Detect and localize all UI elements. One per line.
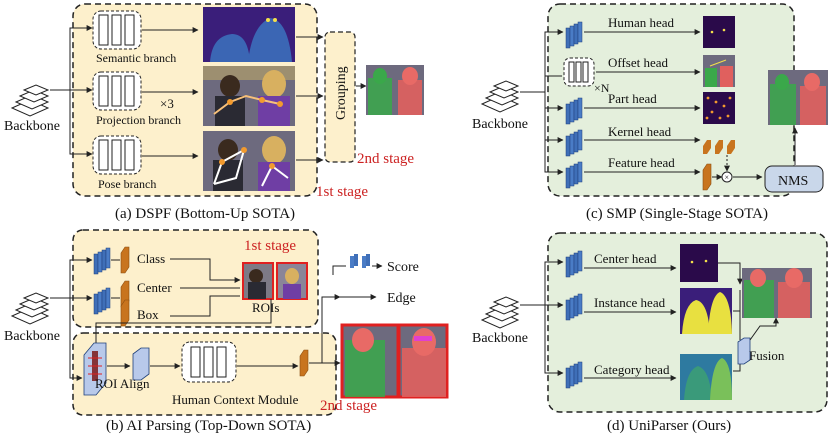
uniparser-result-image [742, 268, 812, 318]
panel-d: Backbone Center head Instance head Categ… [472, 232, 828, 434]
panel-a: Backbone Semantic branch ×3 Projection b… [4, 3, 424, 222]
kernel-blocks [703, 140, 735, 154]
backbone-icon [481, 80, 519, 113]
grouping-box [324, 31, 356, 163]
projection-photo [203, 66, 295, 126]
center-heatmap [680, 244, 718, 282]
class-head-block [120, 246, 130, 274]
kernel-head-label: Kernel head [608, 124, 672, 139]
panel-b: Backbone Class Center Box 1st stage ROIs [4, 229, 449, 434]
human-heatmap [703, 16, 735, 48]
timesN-label: ×N [594, 81, 610, 95]
parsing-result-images [340, 323, 449, 399]
panel-d-caption: (d) UniParser (Ours) [607, 418, 731, 434]
center-label: Center [137, 280, 172, 295]
backbone-label: Backbone [472, 331, 528, 346]
offset-head-label: Offset head [608, 55, 669, 70]
box-label: Box [137, 307, 159, 322]
smp-result-image [768, 70, 828, 125]
fusion-label: Fusion [749, 348, 785, 363]
semantic-branch-label: Semantic branch [96, 51, 176, 65]
semantic-map-image [203, 7, 295, 62]
fusion-block [737, 337, 751, 365]
roi-images [242, 262, 308, 300]
roi-align-block [132, 347, 150, 381]
backbone-label: Backbone [4, 119, 60, 134]
panel-b-top-box [72, 229, 319, 328]
grouping-result-image [366, 65, 424, 115]
center-head-label: Center head [594, 251, 657, 266]
part-heatmap [703, 92, 735, 124]
panel-b-caption: (b) AI Parsing (Top-Down SOTA) [106, 418, 311, 434]
backbone-label: Backbone [472, 117, 528, 132]
hcm-label: Human Context Module [172, 392, 299, 407]
projection-branch-label: Projection branch [96, 113, 181, 127]
backbone-label: Backbone [4, 329, 60, 344]
rois-label: ROIs [252, 300, 279, 315]
svg-text:×: × [725, 173, 730, 182]
roi-align-label: ROI Align [95, 376, 150, 391]
multiply-op [721, 171, 733, 183]
category-map [680, 354, 732, 400]
category-head-label: Category head [594, 362, 670, 377]
feature-block [702, 163, 712, 191]
part-head-label: Part head [608, 91, 657, 106]
nms-box [764, 165, 824, 193]
score-label: Score [387, 260, 419, 275]
class-label: Class [137, 251, 165, 266]
stage2-label-b: 2nd stage [320, 398, 377, 414]
times3-label: ×3 [160, 96, 174, 111]
human-head-label: Human head [608, 15, 675, 30]
parsing-head-block [299, 349, 309, 377]
backbone-icon [11, 292, 49, 325]
score-layers [350, 254, 370, 268]
stage2-label: 2nd stage [357, 151, 414, 167]
instance-head-label: Instance head [594, 295, 666, 310]
box-head-block [120, 299, 130, 327]
offset-map-image [703, 55, 735, 87]
feature-head-label: Feature head [608, 155, 675, 170]
panel-c: Backbone ×N Human head Offset head Part … [472, 3, 828, 222]
stage1-label: 1st stage [316, 184, 368, 200]
backbone-icon [11, 84, 49, 117]
grouping-label: Grouping [334, 66, 349, 120]
roi-feature-block [83, 342, 107, 396]
nms-label: NMS [778, 174, 808, 189]
panel-c-caption: (c) SMP (Single-Stage SOTA) [586, 206, 768, 222]
panel-a-caption: (a) DSPF (Bottom-Up SOTA) [115, 206, 295, 222]
edge-label: Edge [387, 291, 416, 306]
pose-photo [203, 131, 295, 191]
pose-branch-label: Pose branch [98, 177, 156, 191]
instance-map [680, 288, 732, 334]
stage1-label-b: 1st stage [244, 238, 296, 254]
backbone-icon [481, 296, 519, 329]
